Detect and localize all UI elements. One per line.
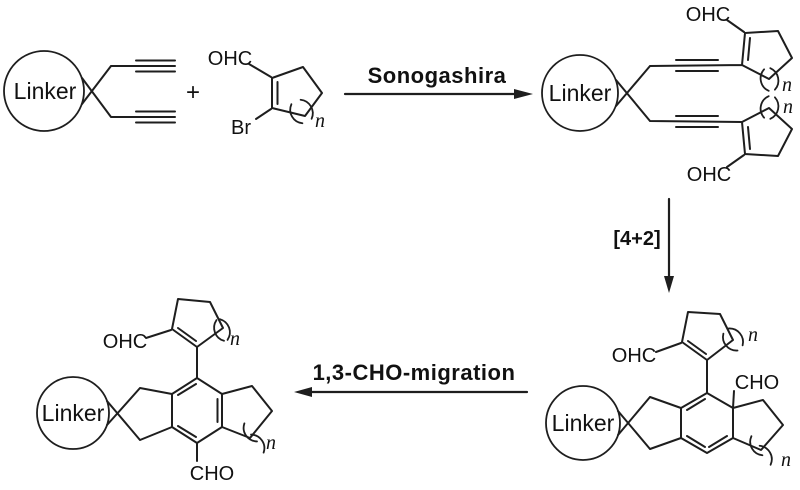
step1-label: Sonogashira — [368, 63, 507, 88]
step3-label: 1,3-CHO-migration — [313, 360, 516, 385]
ohc-label-top: OHC — [686, 4, 730, 26]
ohc-label: OHC — [103, 331, 147, 353]
linker-label: Linker — [552, 410, 615, 436]
ring-size-paren-close-icon — [758, 444, 773, 466]
ohc-label-bottom: OHC — [687, 164, 731, 186]
linker-label: Linker — [14, 78, 77, 104]
right-arrowhead-icon — [514, 89, 533, 99]
ring-size-paren-close-icon — [219, 318, 231, 341]
ring-size-label-bottom: n — [783, 96, 793, 118]
step2-label: [4+2] — [613, 228, 660, 250]
ring-size-paren-open-icon — [213, 319, 225, 342]
ring-size-label-top: n — [748, 324, 758, 346]
cho-label: CHO — [735, 372, 779, 394]
ring-size-paren-open-icon — [242, 422, 258, 443]
plus-sign: + — [186, 79, 200, 106]
linker-circle — [36, 376, 110, 450]
ring-size-paren-open-icon — [759, 95, 770, 119]
linker-label: Linker — [42, 400, 105, 426]
ring-size-paren-close-icon — [769, 96, 780, 120]
structure-bromo-cycloalkenal: OHC Br n — [208, 48, 325, 139]
ring-size-label-right: n — [781, 449, 791, 471]
ring-size-paren-close-icon — [250, 433, 266, 454]
structure-cycloadduct: Linker OHC CHO n n — [545, 311, 791, 471]
bond-lines — [248, 63, 323, 120]
arrow-cho-migration: 1,3-CHO-migration — [294, 360, 529, 397]
structure-sonogashira-product: Linker OHC OHC n n — [541, 4, 793, 186]
ohc-label: OHC — [612, 345, 656, 367]
ring-size-label-right: n — [266, 432, 276, 454]
ring-size-paren-open-icon — [759, 68, 770, 92]
arrow-sonogashira: Sonogashira — [343, 63, 533, 99]
ring-size-paren-close-icon — [727, 327, 744, 347]
ring-size-paren-close-icon — [769, 67, 780, 91]
cho-label: CHO — [190, 463, 234, 485]
ring-size-label: n — [315, 110, 325, 132]
bond-lines — [615, 19, 793, 168]
ring-size-paren-close-icon — [299, 98, 314, 120]
br-label: Br — [231, 117, 251, 139]
arrow-4plus2: [4+2] — [613, 197, 674, 293]
linker-circle — [3, 50, 85, 132]
ring-size-paren-open-icon — [289, 103, 304, 125]
structure-linker-diyne: Linker — [3, 50, 176, 132]
linker-circle — [541, 54, 619, 132]
bond-lines — [81, 59, 176, 124]
ohc-label: OHC — [208, 48, 252, 70]
structure-aromatized-product: Linker OHC CHO n n — [36, 298, 276, 485]
ring-size-paren-open-icon — [749, 435, 764, 457]
ring-size-label-top: n — [230, 328, 240, 350]
left-arrowhead-icon — [294, 387, 312, 397]
bond-lines — [106, 298, 273, 462]
ring-size-paren-open-icon — [722, 332, 739, 352]
linker-label: Linker — [549, 80, 612, 106]
linker-circle — [545, 385, 621, 461]
bond-lines — [617, 311, 784, 454]
ring-size-label-top: n — [782, 74, 792, 96]
down-arrowhead-icon — [664, 276, 674, 293]
